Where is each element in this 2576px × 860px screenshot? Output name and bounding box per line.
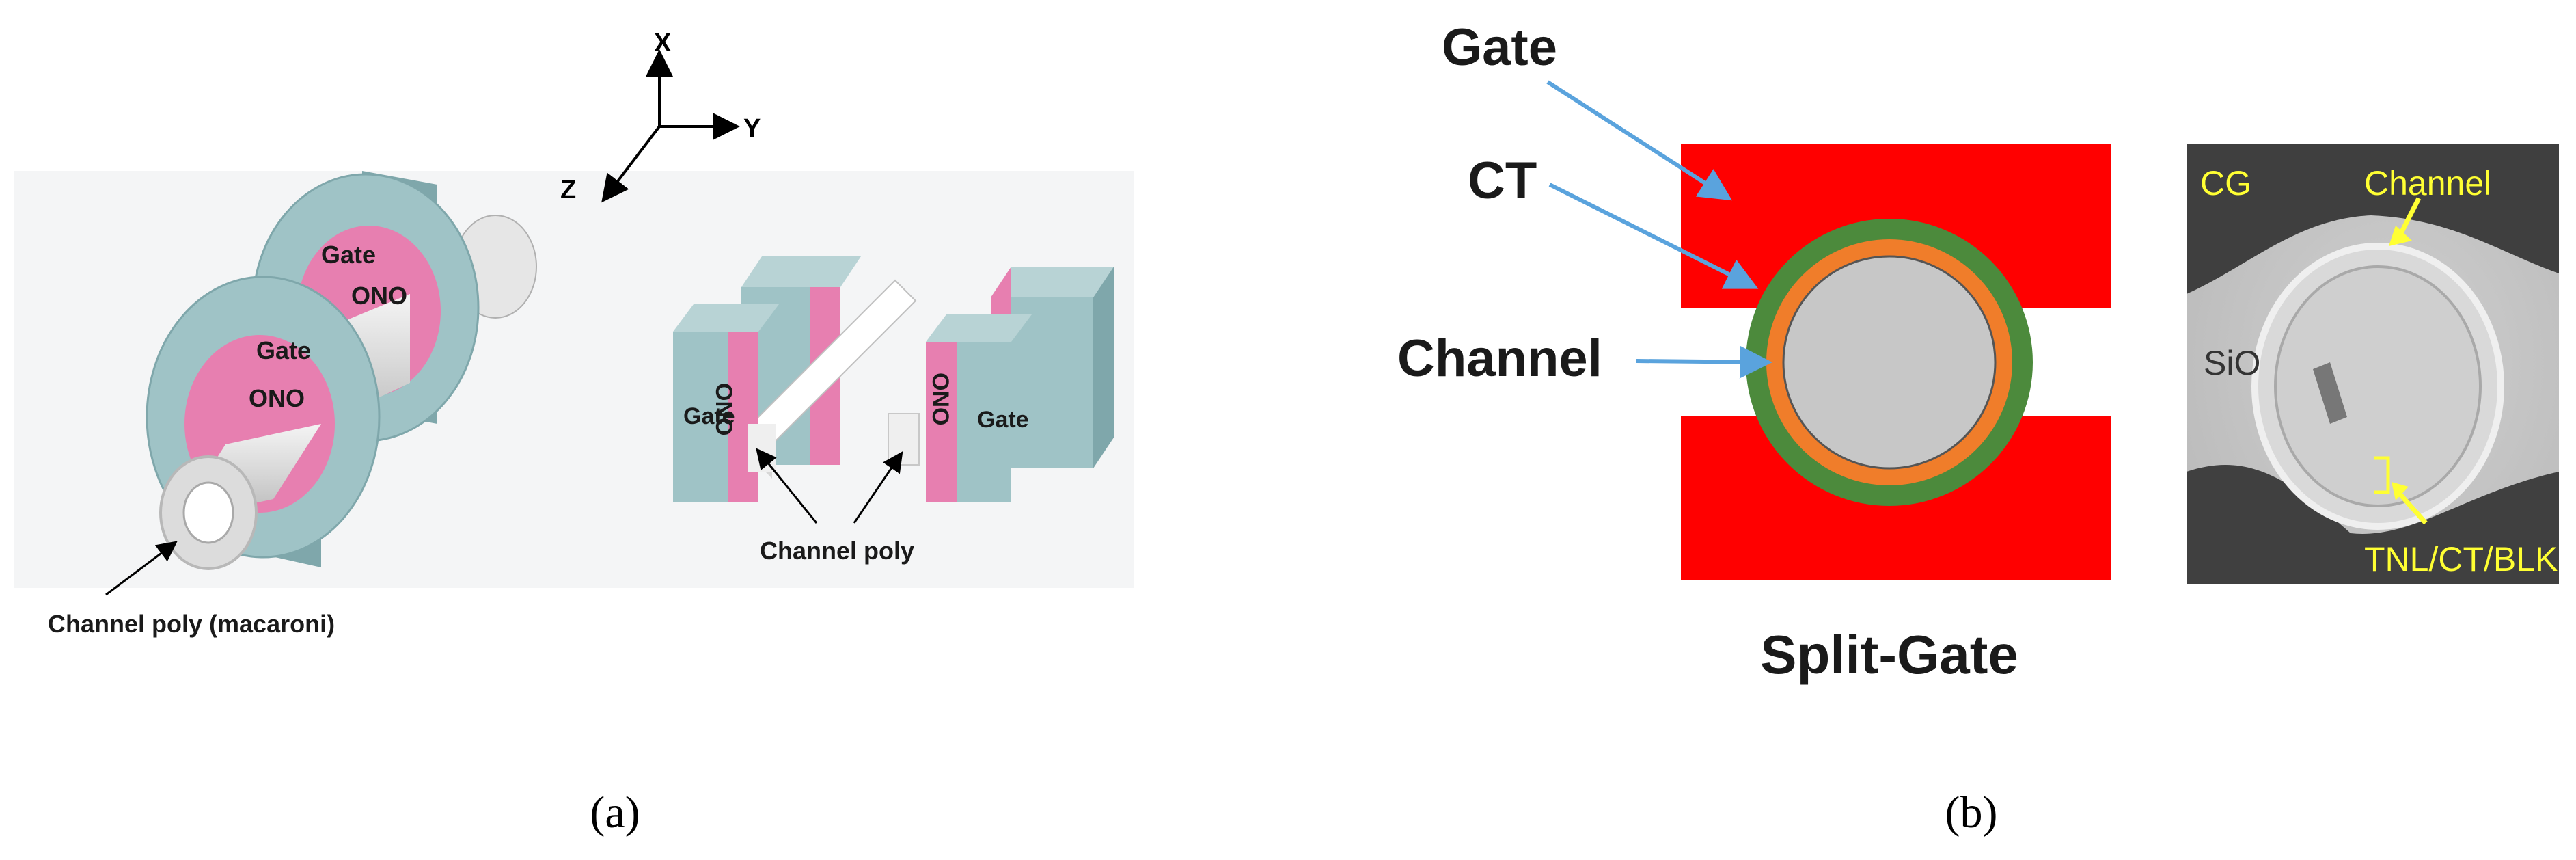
- panel-b-caption: (b): [1945, 788, 1998, 837]
- panel-a-caption: (a): [590, 788, 640, 837]
- channel-right-slice: [888, 413, 920, 466]
- macaroni-front-ono-label: ONO: [249, 384, 305, 412]
- schematic-title: Split-Gate: [1760, 624, 2018, 685]
- tem-stack-arrowhead: [2392, 482, 2409, 500]
- axis-x-label: X: [654, 29, 672, 57]
- block-back-left-top: [741, 256, 861, 287]
- macaroni-structure: [146, 171, 537, 570]
- tem-top-gate: [2187, 144, 2559, 294]
- axis-z-label: Z: [560, 176, 576, 204]
- macaroni-top-ono-label: ONO: [351, 282, 407, 310]
- axis-y-label: Y: [743, 114, 761, 143]
- tem-sio-label: SiO: [2204, 344, 2260, 382]
- planar-channel-arrow-right: [853, 451, 903, 524]
- tem-stack-label: TNL/CT/BLK: [2364, 540, 2558, 578]
- tem-cg-label: CG: [2200, 164, 2251, 202]
- block-far-right-side: [1093, 267, 1114, 468]
- axis-z-arrow: [601, 125, 661, 203]
- schematic-ct-label: CT: [1468, 152, 1537, 210]
- planar-channel-arrow-left: [756, 448, 818, 524]
- panel-a: X Y Z Gate ONO Gate ONO: [14, 29, 1134, 837]
- planar-gate-left-label: Gate: [683, 403, 735, 429]
- block-far-right-top: [991, 267, 1114, 297]
- macaroni-channel-arrow: [105, 541, 178, 596]
- panel-b: Gate CT Channel Split-Gate CG Channel Si…: [1397, 18, 2559, 837]
- tem-channel-core: [2274, 265, 2482, 507]
- tem-stack-arrow: [2396, 490, 2428, 525]
- channel-left-slice: [748, 424, 776, 472]
- tem-bottom-gate: [2187, 465, 2559, 584]
- tem-channel-arrowhead: [2389, 226, 2412, 246]
- tem-channel-label: Channel: [2364, 164, 2491, 202]
- gate-arrow: [1546, 80, 1733, 201]
- tem-feature: [2313, 362, 2347, 424]
- macaroni-front-gate-label: Gate: [256, 336, 311, 364]
- planar-ono-right-label: ONO: [927, 373, 953, 425]
- block-front-right-ono: [926, 342, 957, 502]
- channel-arrow: [1636, 345, 1772, 379]
- schematic-gate-label: Gate: [1442, 18, 1557, 77]
- block-front-right-top: [926, 314, 1032, 342]
- axis-triad: [601, 49, 740, 203]
- tem-micrograph: [2187, 144, 2559, 584]
- block-front-left-top: [673, 304, 779, 332]
- planar-ono-left-label: ONO: [711, 383, 737, 435]
- macaroni-channel-label: Channel poly (macaroni): [48, 610, 335, 638]
- planar-structure: [673, 256, 1114, 502]
- ct-arrow: [1548, 183, 1759, 289]
- tem-stack-bracket: [2374, 456, 2390, 494]
- tube-front-hole: [182, 481, 234, 544]
- planar-gate-right-label: Gate: [977, 407, 1029, 433]
- tem-channel-arrow: [2397, 197, 2422, 237]
- macaroni-top-gate-label: Gate: [321, 241, 376, 269]
- planar-channel-label: Channel poly: [760, 537, 914, 565]
- split-gate-schematic: [1681, 144, 2111, 580]
- schematic-channel-label: Channel: [1397, 330, 1602, 388]
- core-circle: [1782, 255, 1997, 470]
